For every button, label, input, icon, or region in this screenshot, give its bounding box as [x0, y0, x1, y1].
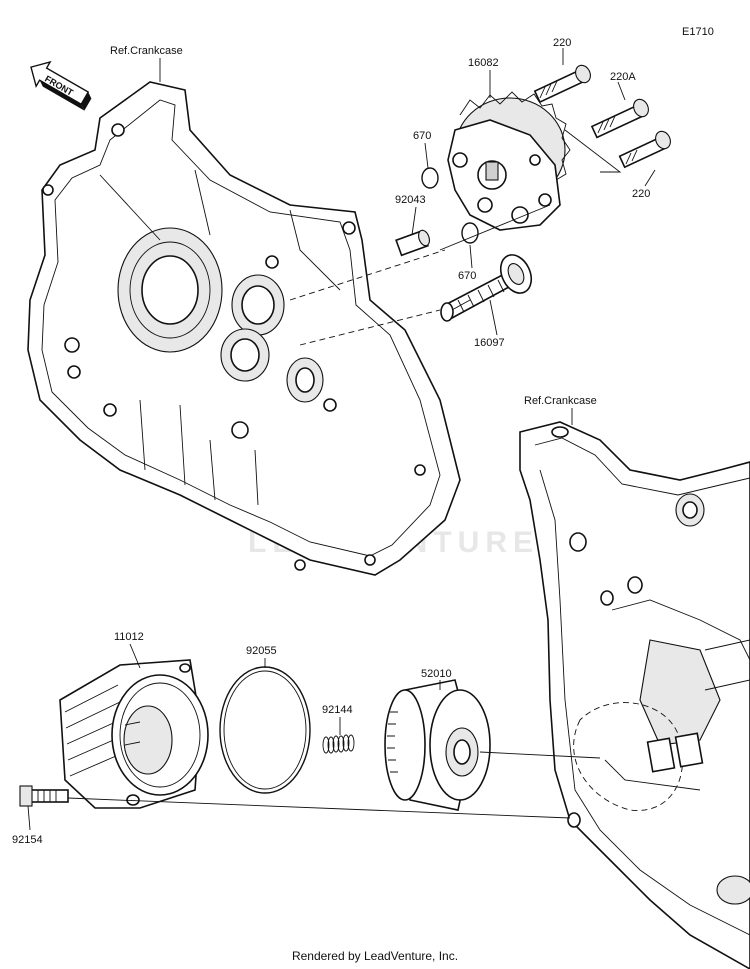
part-label-220a[interactable]: 220A	[610, 71, 636, 83]
bolt-220a	[590, 98, 649, 139]
part-label-220-top[interactable]: 220	[553, 37, 571, 49]
footer-credit: Rendered by LeadVenture, Inc.	[291, 949, 459, 963]
part-label-92043[interactable]: 92043	[395, 194, 426, 206]
part-label-670-lower[interactable]: 670	[458, 270, 476, 282]
pin-92043	[395, 229, 430, 257]
ref-crankcase-upper-label: Ref.Crankcase	[110, 45, 183, 57]
part-label-92154[interactable]: 92154	[12, 834, 43, 846]
o-ring-670-lower	[461, 222, 479, 244]
spring-92144	[322, 734, 355, 754]
bolt-220-top	[533, 64, 591, 104]
oil-pump-16082	[447, 91, 571, 231]
ref-crankcase-lower-label: Ref.Crankcase	[524, 395, 597, 407]
front-arrow-icon: FRONT	[30, 60, 92, 111]
part-label-92144[interactable]: 92144	[322, 704, 353, 716]
bolt-92154	[19, 785, 69, 807]
part-label-220-bottom[interactable]: 220	[632, 188, 650, 200]
leader-lines	[27, 48, 656, 831]
part-label-92055[interactable]: 92055	[246, 645, 277, 657]
part-label-52010[interactable]: 52010	[421, 668, 452, 680]
oil-filter-cover-11012	[59, 659, 209, 809]
assembly-lines-lower	[67, 751, 601, 819]
assembly-lines-upper	[289, 129, 622, 346]
bolt-220-bottom	[618, 130, 671, 169]
part-label-11012[interactable]: 11012	[114, 631, 144, 643]
o-ring-670-upper	[421, 167, 439, 189]
part-label-670-upper[interactable]: 670	[413, 130, 431, 142]
crankcase-left-half	[27, 81, 461, 576]
part-label-16082[interactable]: 16082	[468, 57, 499, 69]
diagram-code: E1710	[682, 26, 714, 38]
oil-filter-52010	[384, 679, 491, 811]
part-label-16097[interactable]: 16097	[474, 337, 505, 349]
crankcase-right-half	[519, 421, 750, 969]
o-ring-92055	[219, 666, 311, 794]
oil-strainer-16097	[440, 254, 533, 322]
